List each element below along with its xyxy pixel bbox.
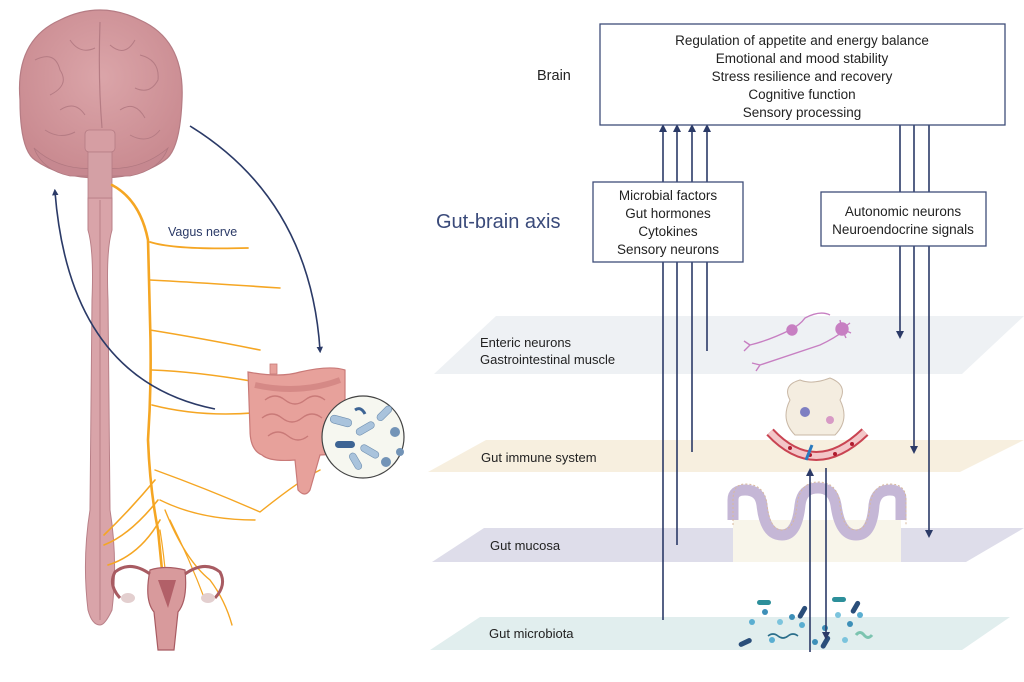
brain-function-item: Cognitive function <box>748 87 855 102</box>
brain-label: Brain <box>537 68 571 84</box>
brain-icon <box>18 9 183 199</box>
brain-function-item: Stress resilience and recovery <box>712 69 893 84</box>
layer-plane-immune <box>428 440 1024 472</box>
layer-plane-enteric <box>434 316 1024 374</box>
left-anatomy-panel: Vagus nerve <box>18 9 405 651</box>
enteric-neurons-icon <box>743 312 852 372</box>
layer-label-enteric-2: Gastrointestinal muscle <box>480 352 615 367</box>
layer-label-enteric-1: Enteric neurons <box>480 335 572 350</box>
axis-title: Gut-brain axis <box>436 211 561 233</box>
brain-to-gut-arrow <box>189 125 323 354</box>
mucosa-villi-icon <box>727 481 907 562</box>
afferent-signal-item: Microbial factors <box>619 188 718 203</box>
right-axis-panel: Regulation of appetite and energy balanc… <box>428 23 1024 652</box>
layer-plane-microbiota <box>430 617 1010 650</box>
immune-vessel-icon <box>766 377 869 461</box>
spinal-cord-icon <box>84 197 116 626</box>
efferent-signals-list: Autonomic neurons Neuroendocrine signals <box>832 204 974 237</box>
brain-functions-list: Regulation of appetite and energy balanc… <box>675 33 929 120</box>
brain-functions-box <box>599 23 1006 126</box>
afferent-signal-item: Sensory neurons <box>617 242 719 257</box>
afferent-signal-item: Gut hormones <box>625 206 711 221</box>
bacteria-magnifier-icon <box>321 395 405 479</box>
afferent-signal-item: Cytokines <box>638 224 698 239</box>
uterus-icon <box>110 565 225 651</box>
efferent-signal-item: Autonomic neurons <box>845 204 962 219</box>
layer-label-mucosa: Gut mucosa <box>490 538 561 553</box>
afferent-signals-list: Microbial factors Gut hormones Cytokines… <box>617 188 719 257</box>
intestines-icon <box>247 363 346 495</box>
vagus-nerve-label: Vagus nerve <box>168 225 237 239</box>
layer-label-immune: Gut immune system <box>481 450 597 465</box>
brain-function-item: Sensory processing <box>743 105 862 120</box>
brain-function-item: Emotional and mood stability <box>716 51 889 66</box>
layer-label-microbiota: Gut microbiota <box>489 626 574 641</box>
efferent-signals-box <box>820 191 987 247</box>
efferent-signal-item: Neuroendocrine signals <box>832 222 974 237</box>
brain-function-item: Regulation of appetite and energy balanc… <box>675 33 929 48</box>
gut-to-brain-arrow <box>52 188 216 410</box>
afferent-signals-box <box>592 181 744 263</box>
